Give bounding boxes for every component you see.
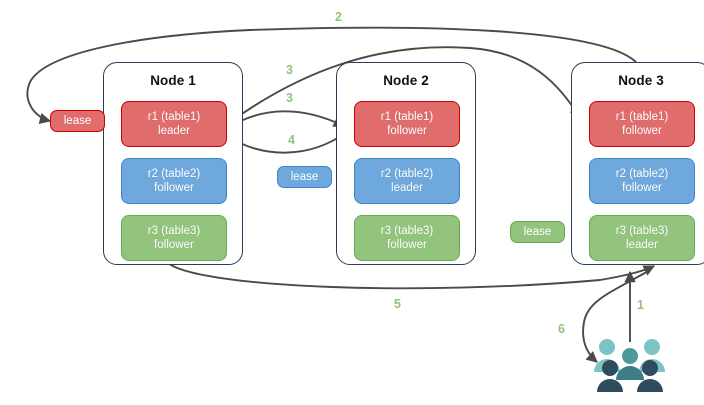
lease-badge-green[interactable]: lease (510, 221, 565, 243)
node-container-1: Node 1 r1 (table1) leader r2 (table2) fo… (103, 62, 243, 265)
replica-name: r1 (table1) (615, 110, 669, 123)
replica-r1[interactable]: r1 (table1) follower (354, 101, 460, 147)
replica-r2[interactable]: r2 (table2) follower (121, 158, 227, 204)
node-container-3: Node 3 r1 (table1) follower r2 (table2) … (571, 62, 704, 265)
replica-name: r3 (table3) (615, 224, 669, 237)
replica-name: r3 (table3) (380, 224, 434, 237)
replica-role: follower (622, 182, 662, 194)
replica-name: r1 (table1) (380, 110, 434, 123)
step-label-3-upper: 3 (286, 63, 293, 77)
replica-role: follower (387, 239, 427, 251)
replica-role: follower (622, 125, 662, 137)
replica-role: follower (154, 239, 194, 251)
replica-role: leader (391, 182, 423, 194)
step-label-5: 5 (394, 297, 401, 311)
replica-r2[interactable]: r2 (table2) leader (354, 158, 460, 204)
replica-role: leader (626, 239, 658, 251)
replica-r3[interactable]: r3 (table3) leader (589, 215, 695, 261)
node-title: Node 3 (618, 73, 664, 88)
replica-r2[interactable]: r2 (table2) follower (589, 158, 695, 204)
replica-role: follower (154, 182, 194, 194)
replica-r3[interactable]: r3 (table3) follower (354, 215, 460, 261)
replica-r1[interactable]: r1 (table1) follower (589, 101, 695, 147)
edge-step-5 (167, 262, 656, 290)
replica-r1[interactable]: r1 (table1) leader (121, 101, 227, 147)
replica-role: leader (158, 125, 190, 137)
node-title: Node 2 (383, 73, 429, 88)
lease-badge-red[interactable]: lease (50, 110, 105, 132)
replica-name: r2 (table2) (615, 167, 669, 180)
replica-name: r2 (table2) (380, 167, 434, 180)
replica-role: follower (387, 125, 427, 137)
step-label-2: 2 (335, 10, 342, 24)
node-title: Node 1 (150, 73, 196, 88)
edge-step-6 (582, 269, 651, 363)
step-label-4: 4 (288, 133, 295, 147)
replica-name: r3 (table3) (147, 224, 201, 237)
node-container-2: Node 2 r1 (table1) follower r2 (table2) … (336, 62, 476, 265)
users-icon (594, 339, 665, 392)
edge-step-2 (26, 26, 637, 125)
lease-badge-blue[interactable]: lease (277, 166, 332, 188)
replica-name: r2 (table2) (147, 167, 201, 180)
step-label-6: 6 (558, 322, 565, 336)
step-label-3-lower: 3 (286, 91, 293, 105)
replica-r3[interactable]: r3 (table3) follower (121, 215, 227, 261)
step-label-1: 1 (637, 298, 644, 312)
edge-step-3-upper (221, 46, 581, 129)
replica-name: r1 (table1) (147, 110, 201, 123)
